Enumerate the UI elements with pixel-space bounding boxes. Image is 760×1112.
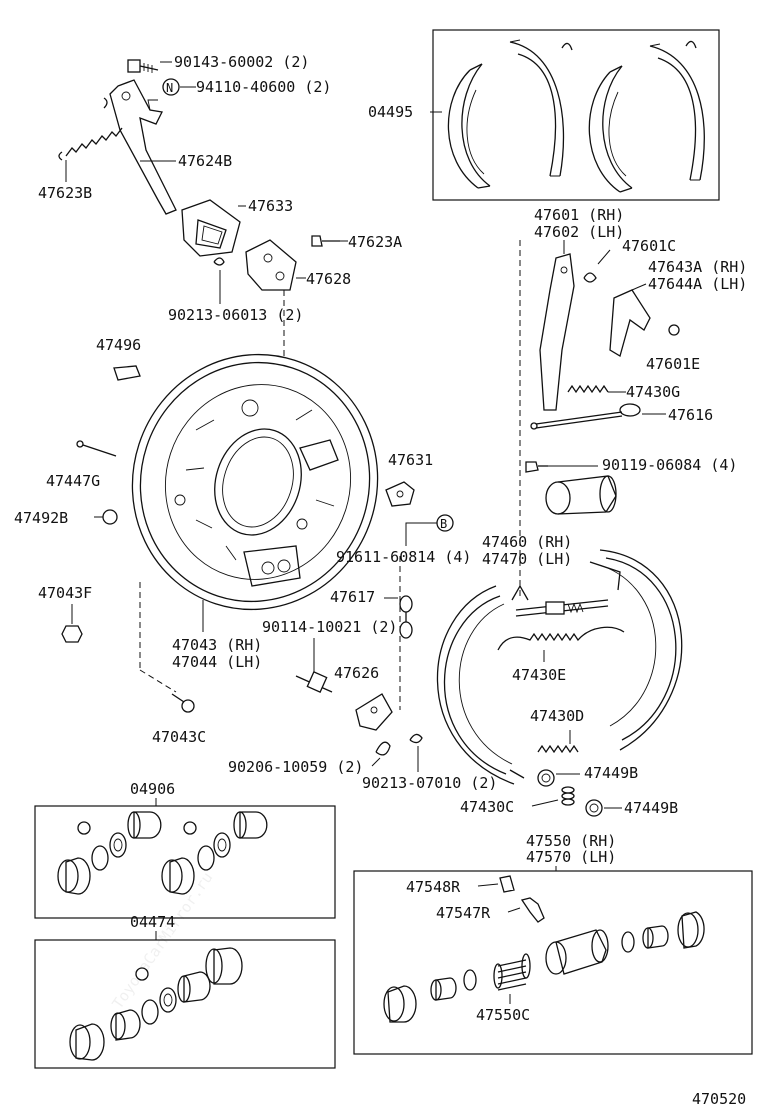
label-47633: 47633: [248, 197, 293, 215]
cylinder-parts-left: [383, 969, 477, 1023]
parking-brake-lever-47624B: [109, 79, 177, 215]
wheel-cylinder-assy-box: [353, 870, 753, 1055]
label-47616: 47616: [668, 406, 713, 424]
label-47470: 47470 (LH): [482, 550, 572, 568]
label-47601: 47601 (RH): [534, 206, 624, 224]
label-47643A: 47643A (RH): [648, 258, 747, 276]
label-47430D: 47430D: [530, 707, 584, 725]
retainer-47449B-a: [537, 769, 555, 787]
spring-47430D: [537, 744, 579, 754]
label-47547R: 47547R: [436, 904, 491, 922]
marker-b-label: B: [440, 517, 447, 531]
retainer-47449B-b: [585, 799, 603, 817]
pin-47496: [113, 365, 141, 381]
pin-90114: [295, 670, 333, 694]
label-47430E: 47430E: [512, 666, 566, 684]
spring-47430E: [497, 626, 625, 651]
diagram-id: 470520: [692, 1090, 746, 1108]
bleeder-47547R: [520, 897, 545, 923]
label-47449B-a: 47449B: [584, 764, 638, 782]
clip-90213b: [409, 733, 423, 744]
label-90119: 90119-06084 (4): [602, 456, 737, 474]
marker-n: [162, 78, 180, 96]
label-47548R: 47548R: [406, 878, 461, 896]
boot-47633: [181, 199, 241, 257]
label-47496: 47496: [96, 336, 141, 354]
plate-47628: [245, 239, 297, 291]
wheel-cylinder-drawing: [545, 475, 617, 515]
brake-shoe-kit-box: [432, 29, 720, 201]
spring-47430G: [567, 384, 609, 394]
adjusting-lever-47643A: [609, 289, 651, 357]
kit-04906-parts: [57, 811, 268, 895]
label-47602: 47602 (LH): [534, 223, 624, 241]
label-47460: 47460 (RH): [482, 533, 572, 551]
label-47550: 47550 (RH): [526, 832, 616, 850]
label-47430C: 47430C: [460, 798, 514, 816]
adjuster-47460: [515, 599, 609, 617]
label-91611: 91611-60814 (4): [336, 548, 471, 566]
spring-47623B: [58, 97, 123, 161]
label-90114: 90114-10021 (2): [262, 618, 397, 636]
label-47601E: 47601E: [646, 355, 700, 373]
nut-47043F: [61, 625, 83, 643]
label-90206: 90206-10059 (2): [228, 758, 363, 776]
label-47623B: 47623B: [38, 184, 92, 202]
parking-lever-47601: [539, 253, 575, 411]
cylinder-kit-box-04474: [34, 939, 336, 1069]
label-47626: 47626: [334, 664, 379, 682]
clip-90213a: [213, 257, 225, 266]
label-47430G: 47430G: [626, 383, 680, 401]
label-47601C: 47601C: [622, 237, 676, 255]
brake-shoe-set-drawing: [447, 39, 705, 193]
label-47644A: 47644A (LH): [648, 275, 747, 293]
label-47043: 47043 (RH): [172, 636, 262, 654]
label-90213a: 90213-06013 (2): [168, 306, 303, 324]
label-47628: 47628: [306, 270, 351, 288]
washer-90206: [375, 741, 391, 756]
bolt-90119: [525, 461, 548, 473]
cylinder-parts-right: [621, 911, 705, 953]
link-47617: [399, 595, 413, 639]
label-47631: 47631: [388, 451, 433, 469]
label-47449B-b: 47449B: [624, 799, 678, 817]
label-47492B: 47492B: [14, 509, 68, 527]
label-47447G: 47447G: [46, 472, 100, 490]
strut-47616: [530, 403, 641, 430]
label-47043F: 47043F: [38, 584, 92, 602]
label-47550C: 47550C: [476, 1006, 530, 1024]
label-90143: 90143-60002 (2): [174, 53, 309, 71]
label-47570: 47570 (LH): [526, 848, 616, 866]
marker-n-label: N: [166, 81, 173, 95]
label-04474: 04474: [130, 913, 175, 931]
label-47043C: 47043C: [152, 728, 206, 746]
label-94110: 94110-40600 (2): [196, 78, 331, 96]
washer-47601E: [668, 324, 680, 336]
grommet-47492B: [102, 509, 118, 525]
label-04906: 04906: [130, 780, 175, 798]
brake-shoe-assembly: [436, 549, 683, 785]
label-04495: 04495: [368, 103, 413, 121]
label-47624B: 47624B: [178, 152, 232, 170]
label-47617: 47617: [330, 588, 375, 606]
cap-47548R: [499, 875, 515, 893]
bolt-90143: [127, 59, 159, 73]
pin-47447G: [76, 440, 117, 457]
cylinder-kit-box-04906: [34, 805, 336, 919]
bolt-47623A: [311, 235, 340, 247]
bracket-47631: [385, 481, 415, 507]
kit-04474-parts: [69, 947, 243, 1061]
bolt-47043C: [171, 693, 195, 713]
backing-plate-47043: [131, 353, 379, 611]
cylinder-body: [545, 929, 609, 975]
label-90213b: 90213-07010 (2): [362, 774, 497, 792]
spring-47550C: [493, 953, 531, 991]
lever-47626: [355, 693, 393, 731]
spring-47430C: [561, 786, 575, 806]
label-47044: 47044 (LH): [172, 653, 262, 671]
clip-47601C: [583, 272, 597, 283]
label-47623A: 47623A: [348, 233, 402, 251]
